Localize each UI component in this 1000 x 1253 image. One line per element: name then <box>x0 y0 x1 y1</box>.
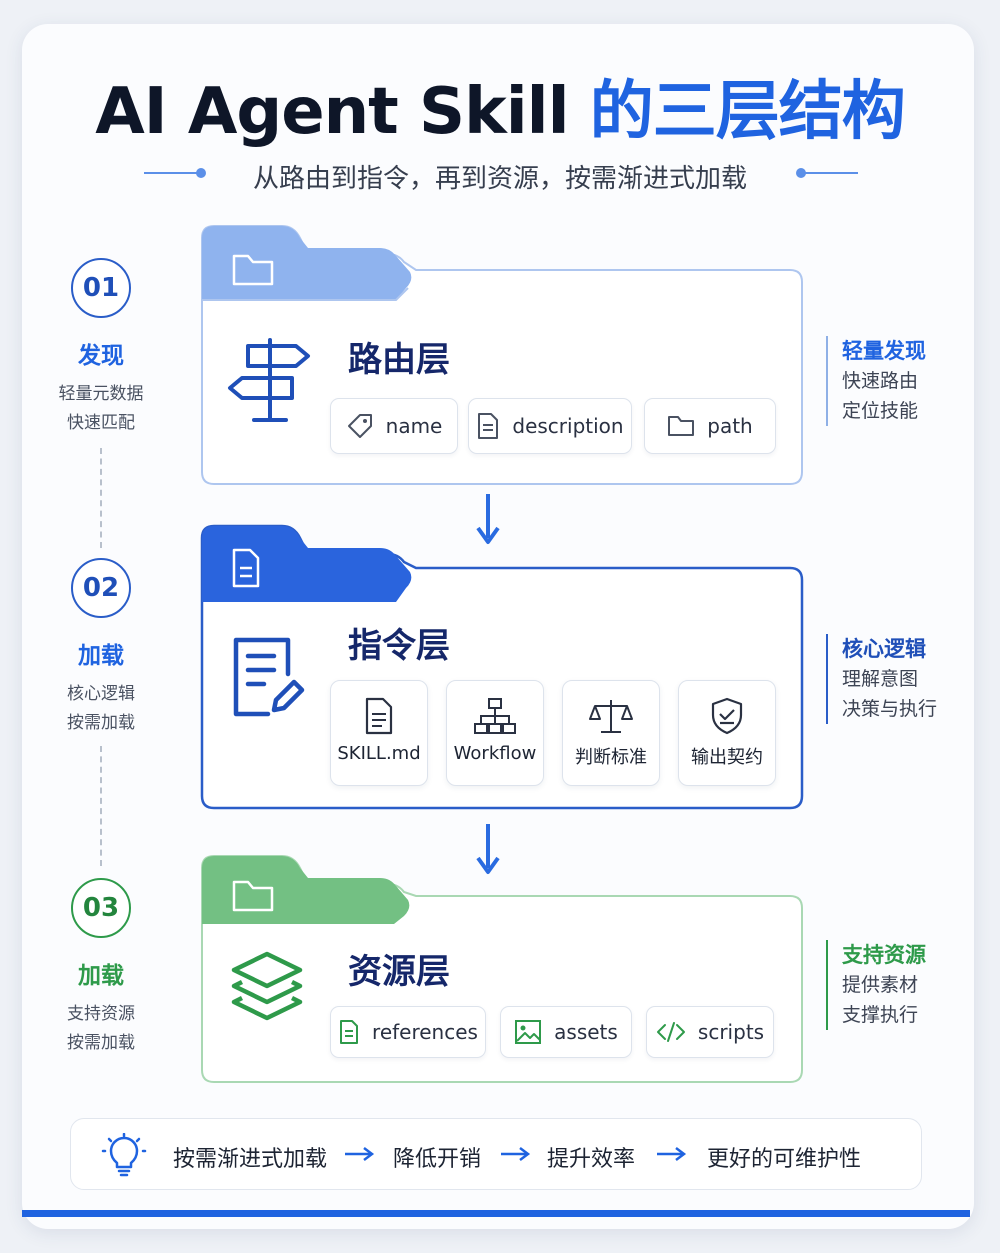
code-icon <box>656 1022 685 1042</box>
resource-layer-folder: 资源层 references assets scripts <box>200 855 804 1088</box>
step-desc-line: 核心逻辑 <box>67 684 135 704</box>
step-number-badge: 01 <box>71 258 131 318</box>
subtitle-right-line <box>800 172 858 174</box>
item-references: references <box>330 1006 486 1058</box>
note-instruction: 核心逻辑 理解意图 决策与执行 <box>826 634 937 724</box>
down-arrow-icon <box>476 494 500 544</box>
item-description: description <box>468 398 632 454</box>
title-part-2: 的三层结构 <box>589 75 906 149</box>
note-routing: 轻量发现 快速路由 定位技能 <box>826 336 926 426</box>
note-line: 理解意图 <box>842 668 919 690</box>
step-title: 加载 <box>78 643 124 669</box>
document-icon <box>365 697 393 735</box>
summary-item: 按需渐进式加载 <box>173 1147 328 1172</box>
scale-icon <box>589 700 633 733</box>
note-title: 核心逻辑 <box>842 637 926 661</box>
step-connector <box>100 448 102 548</box>
signpost-icon <box>228 338 310 422</box>
page-title: AI Agent Skill 的三层结构 <box>0 60 1000 152</box>
item-criteria: 判断标准 <box>562 680 660 786</box>
item-label: scripts <box>697 1020 765 1044</box>
lightbulb-icon <box>101 1133 147 1177</box>
layer-title: 指令层 <box>348 626 450 666</box>
item-label: references <box>372 1020 478 1044</box>
step-description: 支持资源 按需加载 <box>40 1000 162 1058</box>
step-desc-line: 支持资源 <box>67 1004 135 1024</box>
document-icon <box>478 413 499 439</box>
step-desc-line: 按需加载 <box>67 713 135 733</box>
summary-item: 提升效率 <box>547 1147 636 1172</box>
note-line: 定位技能 <box>842 400 919 422</box>
step-desc-line: 快速匹配 <box>67 413 135 433</box>
step-title: 发现 <box>78 343 124 369</box>
item-label: SKILL.md <box>337 743 421 764</box>
note-resource: 支持资源 提供素材 支撑执行 <box>826 940 926 1030</box>
item-label: path <box>707 414 753 438</box>
title-part-1: AI Agent Skill <box>95 75 569 149</box>
instruction-layer-folder: 指令层 SKILL.md Workflow 判断标准 输出契约 <box>200 524 804 812</box>
step-description: 核心逻辑 按需加载 <box>40 680 162 738</box>
item-label: description <box>512 414 624 438</box>
document-icon <box>340 1020 359 1044</box>
subtitle: 从路由到指令，再到资源，按需渐进式加载 <box>252 164 747 194</box>
step-description: 轻量元数据 快速匹配 <box>40 380 162 438</box>
subtitle-left-dot <box>196 168 206 178</box>
item-path: path <box>644 398 776 454</box>
item-name: name <box>330 398 458 454</box>
note-line: 快速路由 <box>842 370 919 392</box>
step-02: 02 加载 核心逻辑 按需加载 <box>40 558 162 738</box>
step-desc-line: 按需加载 <box>67 1033 135 1053</box>
right-arrow-icon <box>501 1147 531 1161</box>
item-skill-md: SKILL.md <box>330 680 428 786</box>
layer-title: 路由层 <box>348 340 450 380</box>
item-label: assets <box>554 1020 618 1044</box>
tag-icon <box>347 414 372 438</box>
step-number-badge: 02 <box>71 558 131 618</box>
summary-item: 更好的可维护性 <box>707 1147 862 1172</box>
routing-layer-folder: 路由层 name description path <box>200 225 804 488</box>
item-workflow: Workflow <box>446 680 544 786</box>
subtitle-left-line <box>144 172 202 174</box>
summary-bar: 按需渐进式加载 降低开销 提升效率 更好的可维护性 <box>70 1118 922 1190</box>
bottom-accent-bar <box>22 1210 970 1217</box>
item-label: Workflow <box>453 743 537 764</box>
step-title: 加载 <box>78 963 124 989</box>
note-line: 支撑执行 <box>842 1004 919 1026</box>
subtitle-row: 从路由到指令，再到资源，按需渐进式加载 <box>0 154 1000 194</box>
item-scripts: scripts <box>646 1006 774 1058</box>
note-line: 提供素材 <box>842 974 919 996</box>
step-01: 01 发现 轻量元数据 快速匹配 <box>40 258 162 438</box>
item-assets: assets <box>500 1006 632 1058</box>
step-connector <box>100 746 102 866</box>
step-03: 03 加载 支持资源 按需加载 <box>40 878 162 1058</box>
step-number-badge: 03 <box>71 878 131 938</box>
item-label: 判断标准 <box>575 747 647 768</box>
folder-icon <box>668 416 695 436</box>
item-label: 输出契约 <box>691 747 763 768</box>
note-line: 决策与执行 <box>842 698 938 720</box>
summary-item: 降低开销 <box>393 1147 482 1172</box>
note-title: 轻量发现 <box>842 339 926 363</box>
layers-icon <box>231 951 303 1021</box>
image-icon <box>515 1020 542 1044</box>
right-arrow-icon <box>657 1147 687 1161</box>
shield-check-icon <box>711 697 743 735</box>
layer-title: 资源层 <box>348 952 450 992</box>
note-title: 支持资源 <box>842 943 926 967</box>
step-desc-line: 轻量元数据 <box>58 384 144 404</box>
item-output-contract: 输出契约 <box>678 680 776 786</box>
edit-document-icon <box>233 637 305 717</box>
down-arrow-icon <box>476 824 500 874</box>
workflow-icon <box>474 698 516 734</box>
right-arrow-icon <box>345 1147 375 1161</box>
item-label: name <box>385 414 443 438</box>
